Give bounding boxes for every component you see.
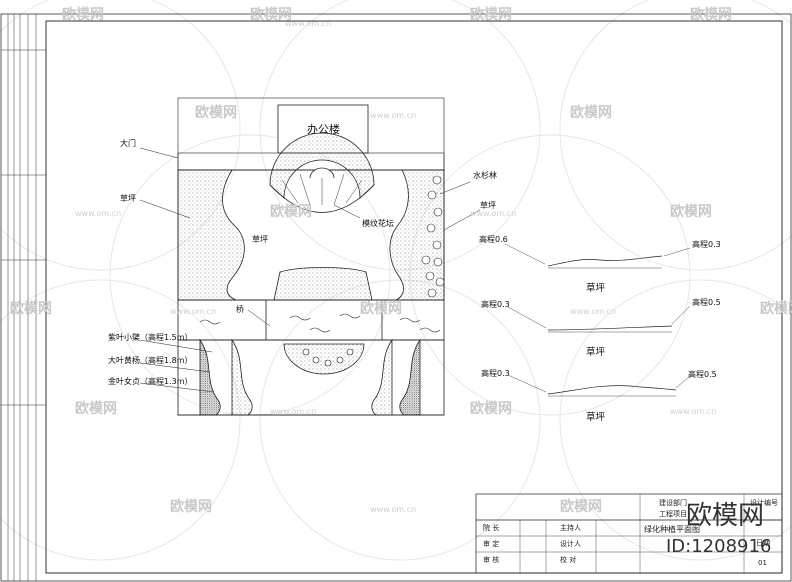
title-block-drawing-no: 设计编号 [750,499,778,507]
watermark-brand: 欧模网 [10,301,52,317]
watermark-url: www.om.cn [285,19,332,28]
elevation-sections [504,243,691,397]
watermark-brand: 欧模网 [360,301,402,317]
title-block-row3-mid: 校 对 [560,556,577,564]
watermark-brand: 欧模网 [470,401,512,417]
watermark-brand: 欧模网 [75,401,117,417]
title-block-row1-mid: 主持人 [560,524,581,532]
section-3-title: 草坪 [586,412,606,423]
lawn-label-right: 草坪 [480,201,496,210]
title-block-date: 日期 [756,539,770,547]
watermark-id: ID:1208916 [666,536,772,557]
title-block-number: 01 [758,559,767,567]
title-block-row2-mid: 设计人 [560,540,581,548]
watermark-big-brand: 欧模网 [686,501,765,531]
section-3-elev-left: 高程0.3 [481,369,510,378]
watermark-circles [0,0,792,561]
office-building-label: 办公楼 [307,123,340,136]
section-1-title: 草坪 [586,283,606,294]
watermark-brand: 欧模网 [570,105,612,121]
title-block-row2-left: 审 定 [483,540,500,548]
gate-label: 大门 [120,139,136,148]
shrub-label-3: 金叶女贞（高程1.3m） [108,377,193,386]
watermark-url: www.om.cn [370,505,417,514]
site-plan [139,97,481,416]
title-block-row1-left: 院 长 [483,524,500,532]
watermark-url: www.om.cn [570,307,617,316]
section-3-elev-right: 高程0.5 [688,370,717,379]
lawn-label: 草坪 [120,194,136,203]
watermark-url: www.om.cn [370,111,417,120]
watermark-brand: 欧模网 [195,105,237,121]
title-block-dept: 建设部门 [659,499,687,507]
watermark-brand: 欧模网 [170,499,212,515]
watermark-brand: 欧模网 [62,7,104,23]
title-block-frame [475,493,783,574]
section-2-elev-right: 高程0.5 [692,298,721,307]
section-2-title: 草坪 [586,347,606,358]
section-1-elev-left: 高程0.6 [479,235,508,244]
watermark-url: www.om.cn [170,307,217,316]
metasequoia-label: 水杉林 [473,171,497,180]
watermark-url: www.om.cn [75,209,122,218]
title-block-row3-left: 审 核 [483,556,500,564]
watermark-brand: 欧模网 [760,301,792,317]
title-block-project: 工程项目 [659,510,687,518]
watermark-brand: 欧模网 [250,7,292,23]
metasequoia-trees [421,175,445,298]
bridge-label: 桥 [236,305,244,314]
watermark-brand: 欧模网 [270,204,312,220]
lawn-label-center: 草坪 [252,235,268,244]
watermark-url: www.om.cn [270,407,317,416]
title-block-drawing-name: 绿化种植平面图 [644,525,700,534]
shrub-label-2: 大叶黄杨（高程1.8m） [108,356,193,365]
pattern-bed-label: 模纹花坛 [362,219,394,228]
section-2-elev-left: 高程0.3 [481,300,510,309]
watermark-brand: 欧模网 [670,204,712,220]
watermark-url: www.om.cn [670,407,717,416]
section-1-elev-right: 高程0.3 [692,240,721,249]
watermark-brand: 欧模网 [560,499,602,515]
shrub-label-1: 紫叶小檗（高程1.5m） [108,333,193,342]
watermark-brand: 欧模网 [690,7,732,23]
sheet-frame [0,13,792,582]
watermark-url: www.om.cn [470,209,517,218]
watermark-brand: 欧模网 [470,7,512,23]
